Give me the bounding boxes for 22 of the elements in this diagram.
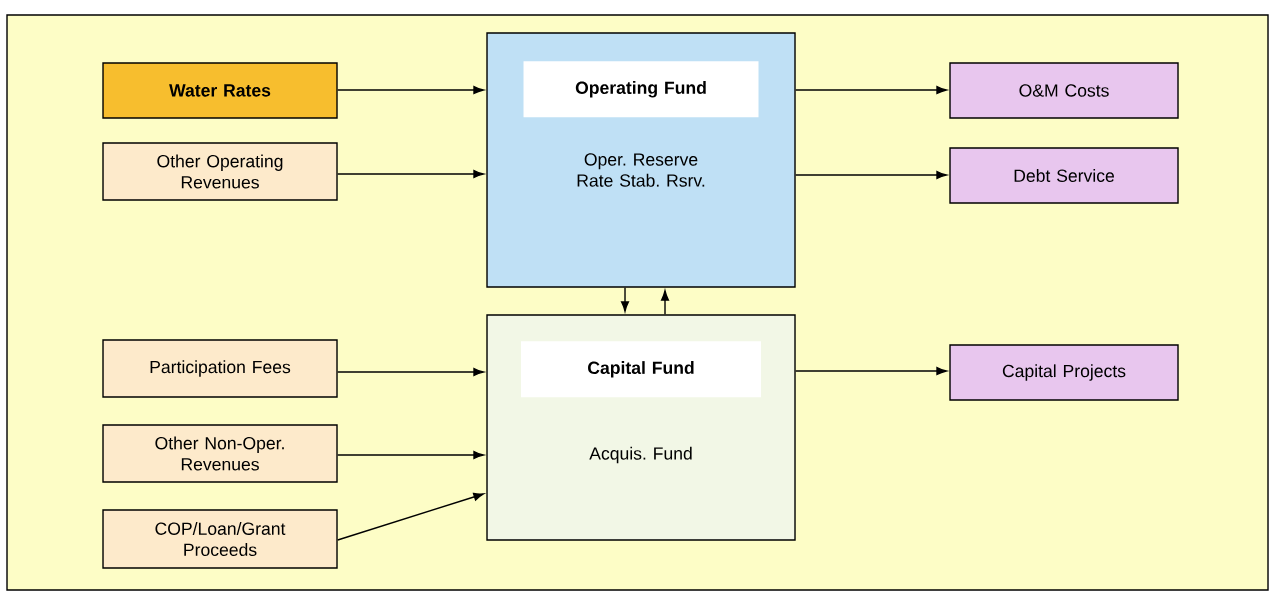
arrow bbox=[795, 85, 947, 95]
heading-box: Capital Fund bbox=[521, 341, 761, 398]
source-box: Other Non-Oper. Revenues bbox=[102, 424, 338, 483]
source-box: Participation Fees bbox=[102, 339, 338, 398]
arrow bbox=[620, 287, 630, 312]
expense-box: Capital Projects bbox=[949, 344, 1179, 401]
arrow bbox=[661, 290, 670, 315]
heading-box: Operating Fund bbox=[523, 61, 759, 118]
arrow bbox=[795, 170, 947, 180]
arrow bbox=[337, 367, 484, 377]
box-text: Oper. Reserve Rate Stab. Rsrv. bbox=[577, 153, 705, 187]
expense-box: Debt Service bbox=[949, 147, 1179, 204]
expense-box: O&M Costs bbox=[949, 62, 1179, 119]
arrow bbox=[795, 366, 947, 376]
source-box: Water Rates bbox=[102, 62, 338, 119]
arrow bbox=[337, 169, 484, 179]
source-box: COP/Loan/Grant Proceeds bbox=[102, 509, 338, 569]
box-text: Acquis. Fund bbox=[589, 446, 692, 464]
arrow bbox=[337, 450, 484, 460]
source-box: Other Operating Revenues bbox=[102, 142, 338, 201]
arrow bbox=[337, 85, 484, 95]
arrow bbox=[337, 492, 485, 541]
